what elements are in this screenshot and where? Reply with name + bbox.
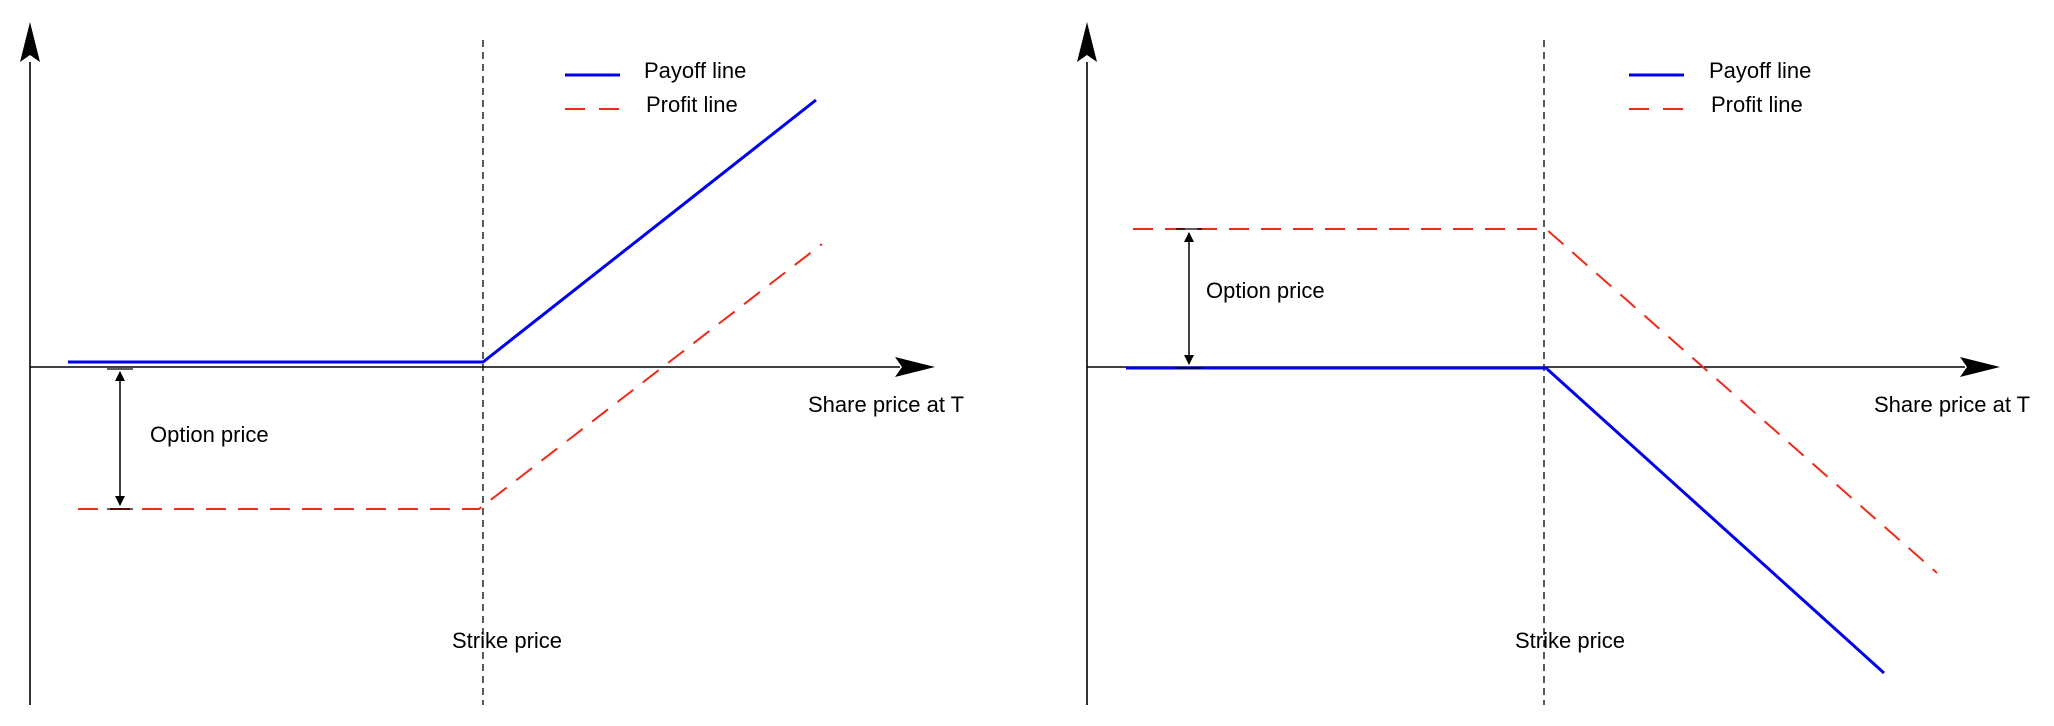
x-axis-arrow-left xyxy=(895,357,935,377)
x-axis-label-right: Share price at T xyxy=(1874,392,2030,417)
legend-profit-label-left: Profit line xyxy=(646,92,738,117)
premium-label-left: Option price xyxy=(150,422,269,447)
x-axis-arrow-right xyxy=(1960,357,2000,377)
x-axis-label-left: Share price at T xyxy=(808,392,964,417)
legend-payoff-label-left: Payoff line xyxy=(644,58,746,83)
legend-profit-label-right: Profit line xyxy=(1711,92,1803,117)
legend-payoff-label-right: Payoff line xyxy=(1709,58,1811,83)
right-panel: Payoff line Profit line Share price at T… xyxy=(1077,22,2030,705)
strike-label-left: Strike price xyxy=(452,628,562,653)
profit-line-left xyxy=(78,243,823,510)
payoff-line-right xyxy=(1126,366,1886,675)
y-axis-arrow-right xyxy=(1077,22,1097,62)
payoff-line-left xyxy=(68,98,817,364)
profit-line-right xyxy=(1133,228,1938,574)
strike-label-right: Strike price xyxy=(1515,628,1625,653)
left-panel: Payoff line Profit line Share price at T… xyxy=(20,22,964,705)
y-axis-arrow-left xyxy=(20,22,40,62)
premium-label-right: Option price xyxy=(1206,278,1325,303)
